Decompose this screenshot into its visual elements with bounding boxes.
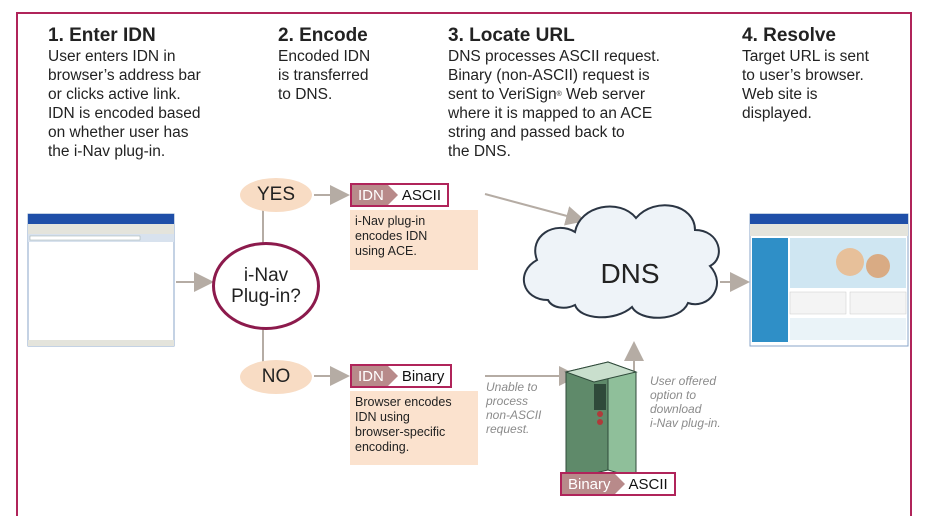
idn-ascii-tag-a: IDN	[352, 185, 398, 205]
idn-binary-tag-b: Binary	[401, 367, 445, 385]
yes-label: YES	[256, 184, 296, 205]
step-2-title: 2. Encode	[278, 25, 368, 46]
inav-plugin-decision: i-Nav Plug-in?	[212, 242, 320, 330]
no-label: NO	[261, 366, 291, 387]
step-1-desc: User enters IDN in browser’s address bar…	[48, 48, 201, 160]
step-4-title: 4. Resolve	[742, 25, 836, 46]
binary-note: Browser encodes IDN using browser-specif…	[350, 391, 478, 465]
ascii-note: i-Nav plug-in encodes IDN using ACE.	[350, 210, 478, 270]
idn-binary-tag-a: IDN	[352, 366, 398, 386]
registered-mark: ®	[556, 91, 562, 98]
binary-ascii-tag-b: ASCII	[628, 475, 668, 493]
website-thumb	[749, 213, 909, 347]
binary-ascii-tag-a: Binary	[562, 474, 624, 494]
step-1-title: 1. Enter IDN	[48, 25, 156, 46]
idn-ascii-box: IDN ASCII	[350, 183, 450, 207]
step-3-desc-b: Web server where it is mapped to an ACE …	[448, 86, 653, 160]
browser-window-thumb	[27, 213, 175, 347]
unable-note: Unable to process non-ASCII request.	[486, 380, 542, 436]
binary-ascii-box: Binary ASCII	[560, 472, 676, 496]
step-3-desc-a: DNS processes ASCII request. Binary (non…	[448, 48, 660, 103]
hub-line-1: i-Nav	[243, 265, 289, 286]
yes-oval: YES	[240, 178, 312, 212]
dns-cloud	[522, 204, 720, 319]
idn-ascii-tag-b: ASCII	[401, 186, 442, 204]
step-3-title: 3. Locate URL	[448, 25, 575, 46]
step-4-desc: Target URL is sent to user’s browser. We…	[742, 48, 869, 122]
offer-note: User offered option to download i-Nav pl…	[650, 374, 721, 430]
arrow-ascii-to-dns	[484, 193, 586, 226]
step-1: 1. Enter IDN User enters IDN in browser’…	[48, 25, 268, 161]
idn-binary-box: IDN Binary	[350, 364, 453, 388]
server-icon	[564, 361, 638, 481]
step-3-desc: DNS processes ASCII request. Binary (non…	[448, 47, 738, 161]
step-4: 4. Resolve Target URL is sent to user’s …	[742, 25, 902, 123]
step-2: 2. Encode Encoded IDN is transferred to …	[278, 25, 428, 104]
no-oval: NO	[240, 360, 312, 394]
dns-label: DNS	[600, 258, 660, 289]
hub-line-2: Plug-in?	[231, 286, 301, 307]
step-2-desc: Encoded IDN is transferred to DNS.	[278, 48, 371, 103]
step-3: 3. Locate URL DNS processes ASCII reques…	[448, 25, 738, 161]
